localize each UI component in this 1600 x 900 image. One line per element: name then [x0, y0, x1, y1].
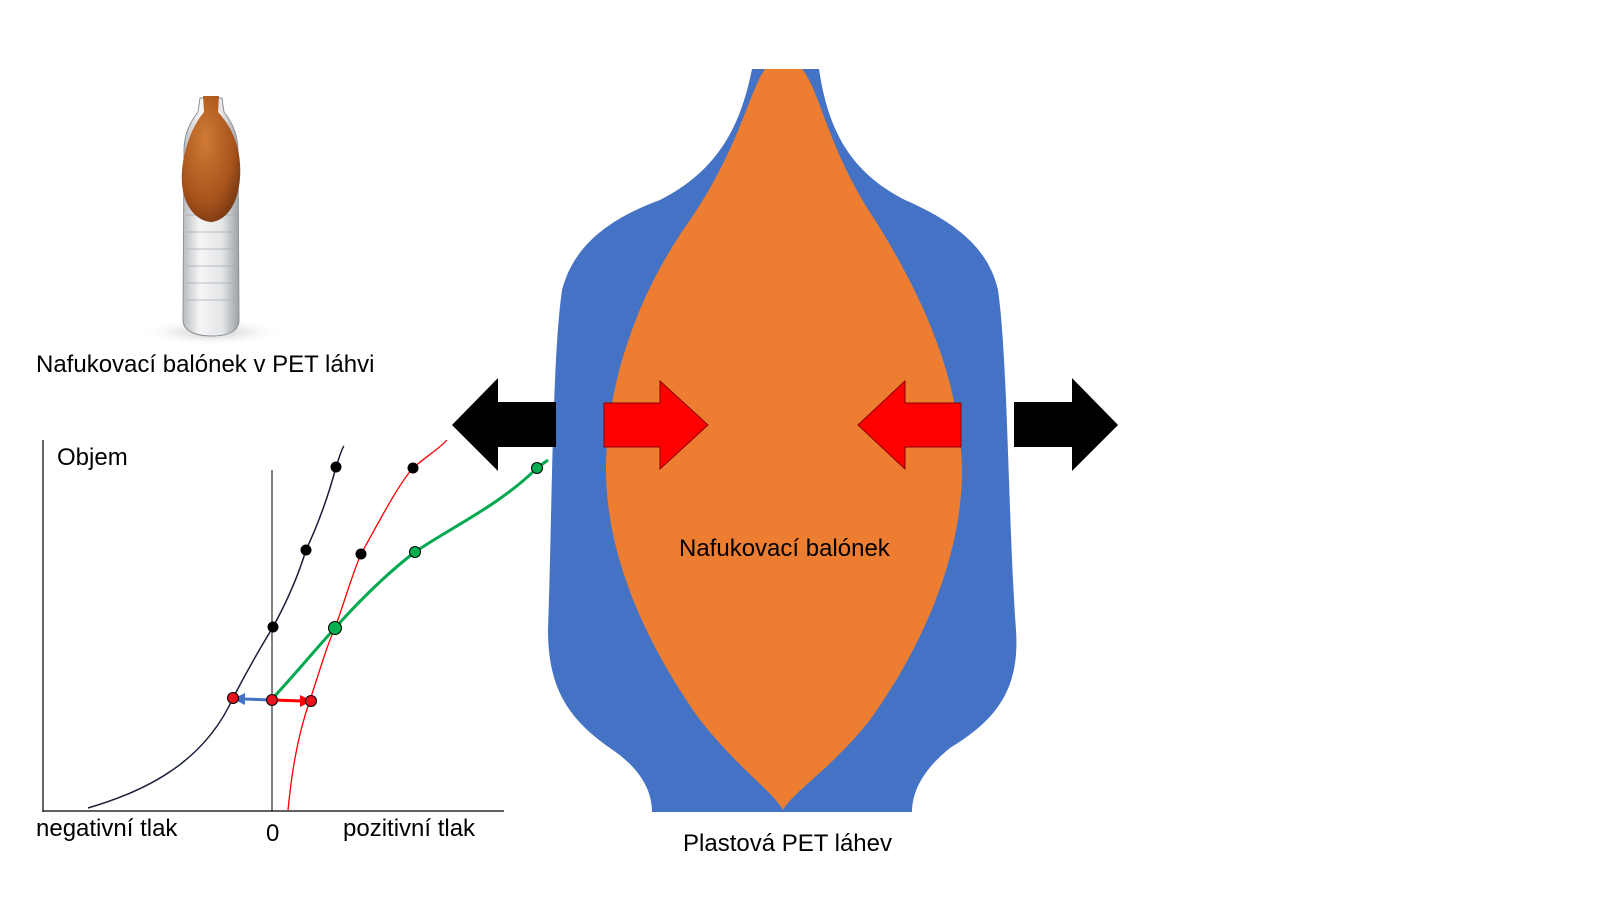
bottle-label: Plastová PET láhev	[683, 830, 892, 857]
balloon-shape	[606, 69, 962, 810]
red-points	[227, 692, 317, 707]
x-axis-label-positive: pozitivní tlak	[343, 815, 476, 842]
black-curve	[87, 445, 345, 809]
red-curve-points	[355, 462, 419, 560]
inward-arrow-right	[857, 379, 962, 471]
green-points	[328, 462, 543, 635]
photo-caption: Nafukovací balónek v PET láhvi	[36, 351, 374, 378]
black-points	[267, 461, 342, 633]
balloon-label: Nafukovací balónek	[679, 535, 891, 562]
bottle-with-balloon-photo	[140, 96, 284, 346]
x-axis-label-zero: 0	[266, 820, 279, 847]
red-curve	[287, 439, 448, 811]
inward-arrow-left	[603, 379, 709, 471]
green-curve	[270, 458, 549, 701]
y-axis-label: Objem	[57, 444, 128, 471]
x-axis-label-negative: negativní tlak	[36, 815, 178, 842]
outward-arrow-right	[1014, 378, 1118, 471]
outward-arrow-left	[452, 378, 556, 471]
volume-pressure-graph: Objem negativní tlak 0 pozitivní tlak	[36, 439, 549, 847]
